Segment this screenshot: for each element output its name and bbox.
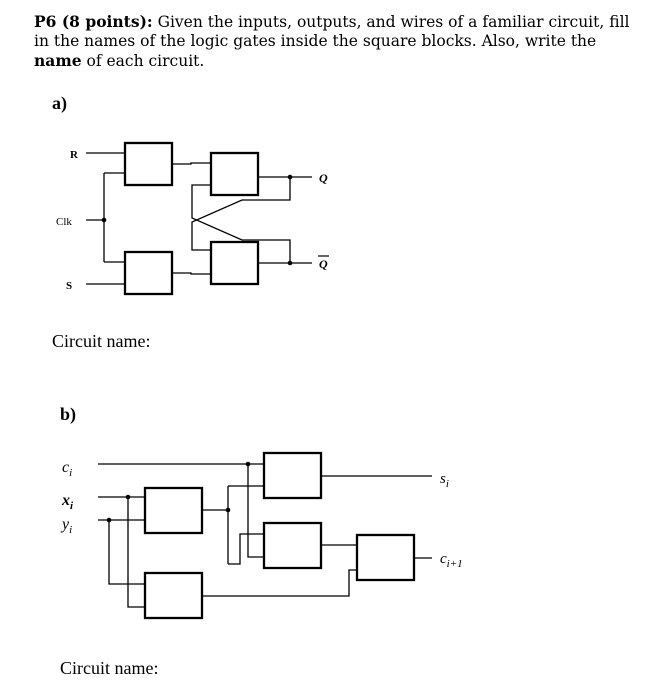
wire-c-down [247, 464, 264, 558]
input-label-r: R [70, 149, 79, 161]
wire-b5-b4 [202, 569, 357, 597]
part-a-label: a) [52, 93, 67, 113]
wire-b2-to-b3 [228, 533, 264, 565]
junction-dot [106, 517, 112, 523]
wire-a3-a4 [172, 272, 211, 275]
junction-dot [101, 217, 107, 223]
junction-dot [287, 174, 293, 180]
problem-statement: P6 (8 points): Given the inputs, outputs… [34, 12, 634, 71]
circuit-a-dots [101, 174, 293, 266]
circuit-a [86, 141, 312, 296]
output-label-q: Q [319, 171, 328, 185]
problem-bold-word: name [34, 51, 82, 70]
problem-number: P6 (8 points): [34, 12, 153, 31]
input-label-s: S [66, 280, 72, 292]
wire-y-down [108, 520, 145, 585]
part-a-circuit-name-label: Circuit name: [52, 331, 151, 351]
input-label-x: xi [61, 492, 74, 512]
output-label-s: si [440, 471, 449, 490]
junction-dot [245, 461, 251, 467]
wire-q-feedback [191, 177, 291, 251]
gate-box-b2[interactable] [143, 486, 204, 535]
circuit-b [98, 451, 432, 620]
wire-x-down [127, 497, 145, 608]
gate-box-b1[interactable] [262, 451, 323, 500]
gate-box-a4[interactable] [209, 240, 260, 286]
part-b-circuit-name-label: Circuit name: [60, 658, 159, 678]
output-label-q-bar: Q [319, 257, 328, 271]
gate-box-b4[interactable] [355, 533, 416, 582]
gate-box-b3[interactable] [262, 521, 323, 570]
input-label-c: ci [62, 459, 72, 479]
junction-dot [225, 507, 231, 513]
problem-text-2: of each circuit. [81, 52, 205, 70]
junction-dot [125, 494, 131, 500]
output-label-cout: ci+1 [440, 551, 463, 570]
input-label-clk: Clk [56, 216, 72, 228]
gate-box-a2[interactable] [209, 151, 260, 197]
gate-box-b5[interactable] [143, 571, 204, 620]
gate-box-a3[interactable] [123, 250, 174, 296]
gate-box-a1[interactable] [123, 141, 174, 187]
wire-a1-a2 [172, 162, 211, 165]
junction-dot [287, 260, 293, 266]
circuit-b-dots [106, 461, 251, 523]
input-label-y: yi [60, 516, 72, 536]
problem-text-1: Given the inputs, outputs, and wires of … [34, 13, 630, 50]
part-b-label: b) [60, 404, 77, 424]
wire-qbar-feedback [191, 184, 291, 263]
